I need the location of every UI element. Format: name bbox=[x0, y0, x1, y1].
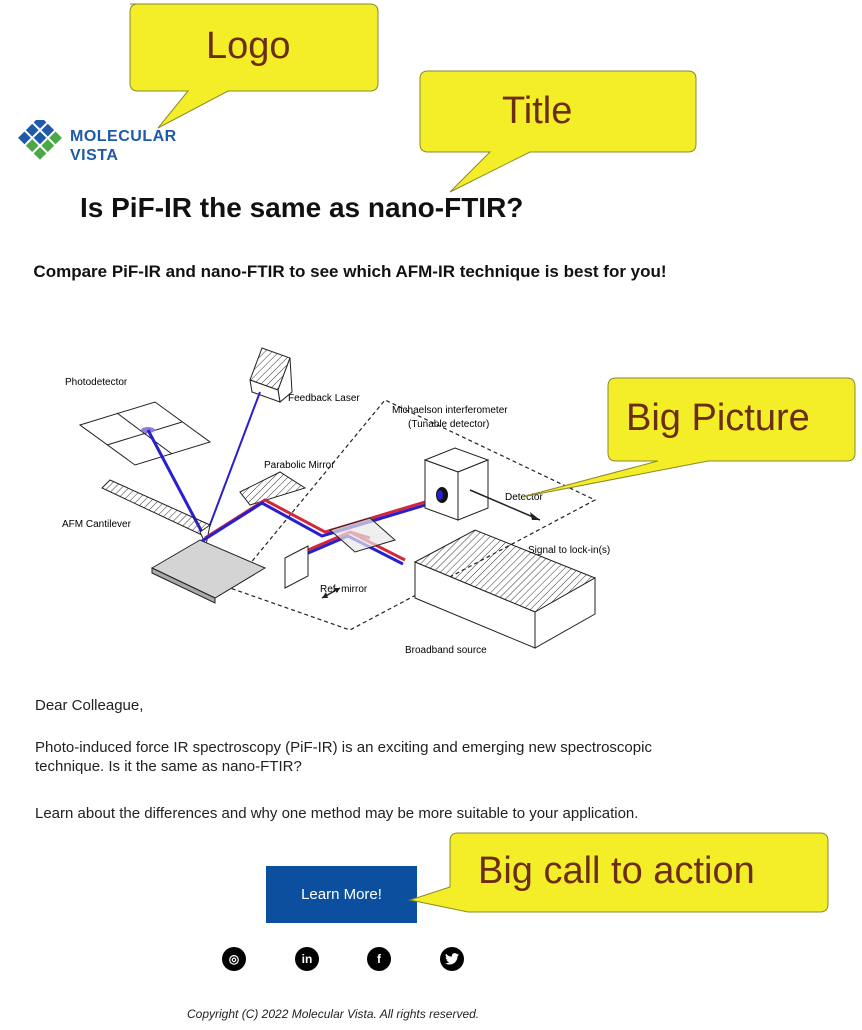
interferometer-boundary bbox=[228, 399, 597, 631]
afm-cantilever bbox=[101, 479, 211, 547]
afm-ir-diagram: Photodetector Feedback Laser Michaelson … bbox=[50, 340, 650, 670]
label-signal: Signal to lock-in(s) bbox=[528, 545, 610, 556]
logo-text-line2: VISTA bbox=[70, 147, 119, 164]
callout-title-text: Title bbox=[502, 90, 573, 132]
page-title: Is PiF-IR the same as nano-FTIR? bbox=[80, 192, 524, 223]
page-subtitle: Compare PiF-IR and nano-FTIR to see whic… bbox=[33, 262, 667, 281]
label-ref-mirror: Ref. mirror bbox=[320, 584, 368, 595]
callout-cta: Big call to action bbox=[408, 832, 830, 917]
sample-plate bbox=[150, 539, 267, 599]
facebook-icon[interactable]: f bbox=[367, 947, 391, 971]
callout-big-picture-text: Big Picture bbox=[626, 397, 810, 439]
feedback-laser-box bbox=[249, 347, 293, 403]
beamsplitter bbox=[328, 517, 397, 553]
learn-more-button[interactable]: Learn More! bbox=[266, 866, 417, 923]
label-feedback-laser: Feedback Laser bbox=[288, 393, 360, 404]
detector-cube bbox=[423, 447, 490, 521]
copyright-text: Copyright (C) 2022 Molecular Vista. All … bbox=[187, 1007, 480, 1021]
callout-logo-text: Logo bbox=[206, 25, 291, 67]
parabolic-mirror bbox=[239, 471, 307, 506]
logo-text-line1: MOLECULAR bbox=[70, 128, 177, 145]
twitter-icon[interactable] bbox=[440, 947, 464, 971]
greeting-text: Dear Colleague, bbox=[35, 697, 144, 714]
instagram-icon[interactable]: ◎ bbox=[222, 947, 246, 971]
label-photodetector: Photodetector bbox=[65, 377, 128, 388]
linkedin-icon[interactable]: in bbox=[295, 947, 319, 971]
logo-diamonds-icon bbox=[18, 120, 62, 160]
intro-paragraph: Photo-induced force IR spectroscopy (PiF… bbox=[35, 739, 652, 775]
label-tunable-detector: (Tunable detector) bbox=[408, 419, 489, 430]
reference-mirror bbox=[284, 545, 309, 589]
label-afm-cantilever: AFM Cantilever bbox=[62, 519, 132, 530]
photodetector-quad bbox=[78, 401, 212, 466]
label-broadband-source: Broadband source bbox=[405, 645, 487, 656]
ir-beam-path bbox=[201, 494, 446, 566]
learn-paragraph: Learn about the differences and why one … bbox=[35, 805, 639, 822]
callout-title: Title bbox=[419, 70, 698, 195]
broadband-source-box bbox=[413, 529, 597, 649]
callout-logo: Logo bbox=[108, 3, 380, 133]
label-interferometer: Michaelson interferometer bbox=[392, 405, 508, 416]
label-parabolic-mirror: Parabolic Mirror bbox=[264, 460, 335, 471]
label-detector: Detector bbox=[505, 492, 543, 503]
molecular-vista-logo: MOLECULAR VISTA bbox=[12, 120, 202, 170]
callout-big-picture: Big Picture bbox=[508, 377, 858, 499]
callout-cta-text: Big call to action bbox=[478, 850, 755, 892]
feedback-beam bbox=[204, 391, 261, 539]
